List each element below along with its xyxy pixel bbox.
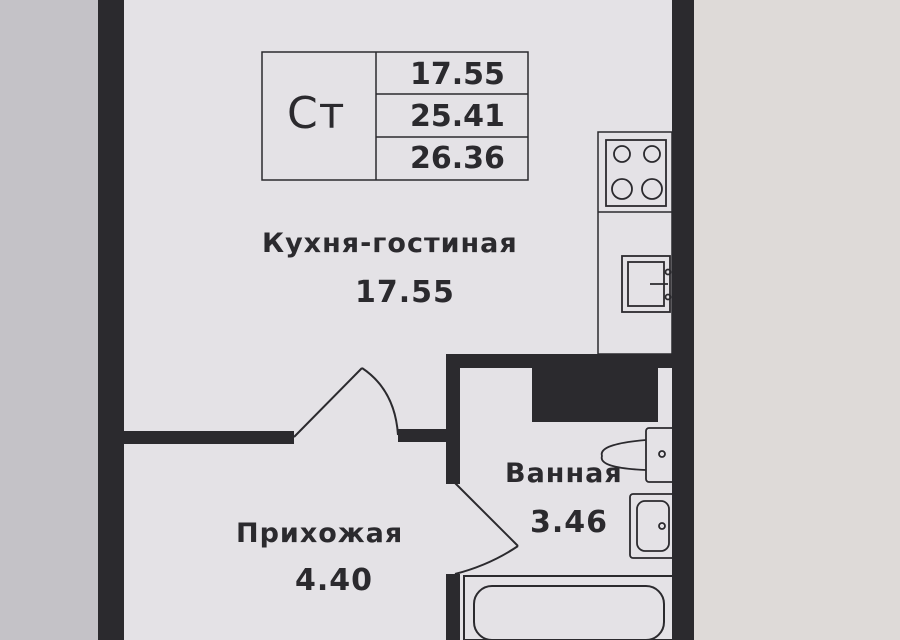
wall-bath-left-lower	[446, 574, 460, 640]
apartment-type-code: Ст	[287, 88, 346, 139]
wall-hall-right	[398, 429, 450, 442]
kitchen-living-room-area: 17.55	[355, 275, 455, 310]
bathroom-door-icon	[451, 479, 519, 575]
paper-margin-right	[690, 0, 900, 640]
wall-hall-left	[124, 431, 294, 444]
hallway-area: 4.40	[295, 563, 374, 598]
wall-left	[98, 0, 124, 640]
wall-bath-top	[446, 354, 680, 368]
wall-bath-left-upper	[446, 354, 460, 484]
toilet-icon	[600, 427, 679, 483]
hallway-name: Прихожая	[236, 518, 404, 549]
total-area-value: 25.41	[410, 99, 505, 134]
kitchen-living-room-name: Кухня-гостиная	[262, 228, 518, 259]
bathroom-sink-icon	[629, 493, 677, 559]
stove-icon	[605, 139, 667, 207]
hallway-door-icon	[293, 367, 399, 438]
bathtub-icon	[463, 575, 675, 640]
bathroom-name: Ванная	[505, 458, 623, 489]
background-left	[0, 0, 110, 640]
kitchen-sink-icon	[621, 255, 672, 313]
paper-sheet	[110, 0, 680, 640]
bathroom-area: 3.46	[530, 505, 609, 540]
total-area-with-balcony-value: 26.36	[410, 141, 505, 176]
area-table	[261, 51, 529, 181]
ventilation-shaft	[532, 368, 658, 422]
living-area-value: 17.55	[410, 57, 505, 92]
